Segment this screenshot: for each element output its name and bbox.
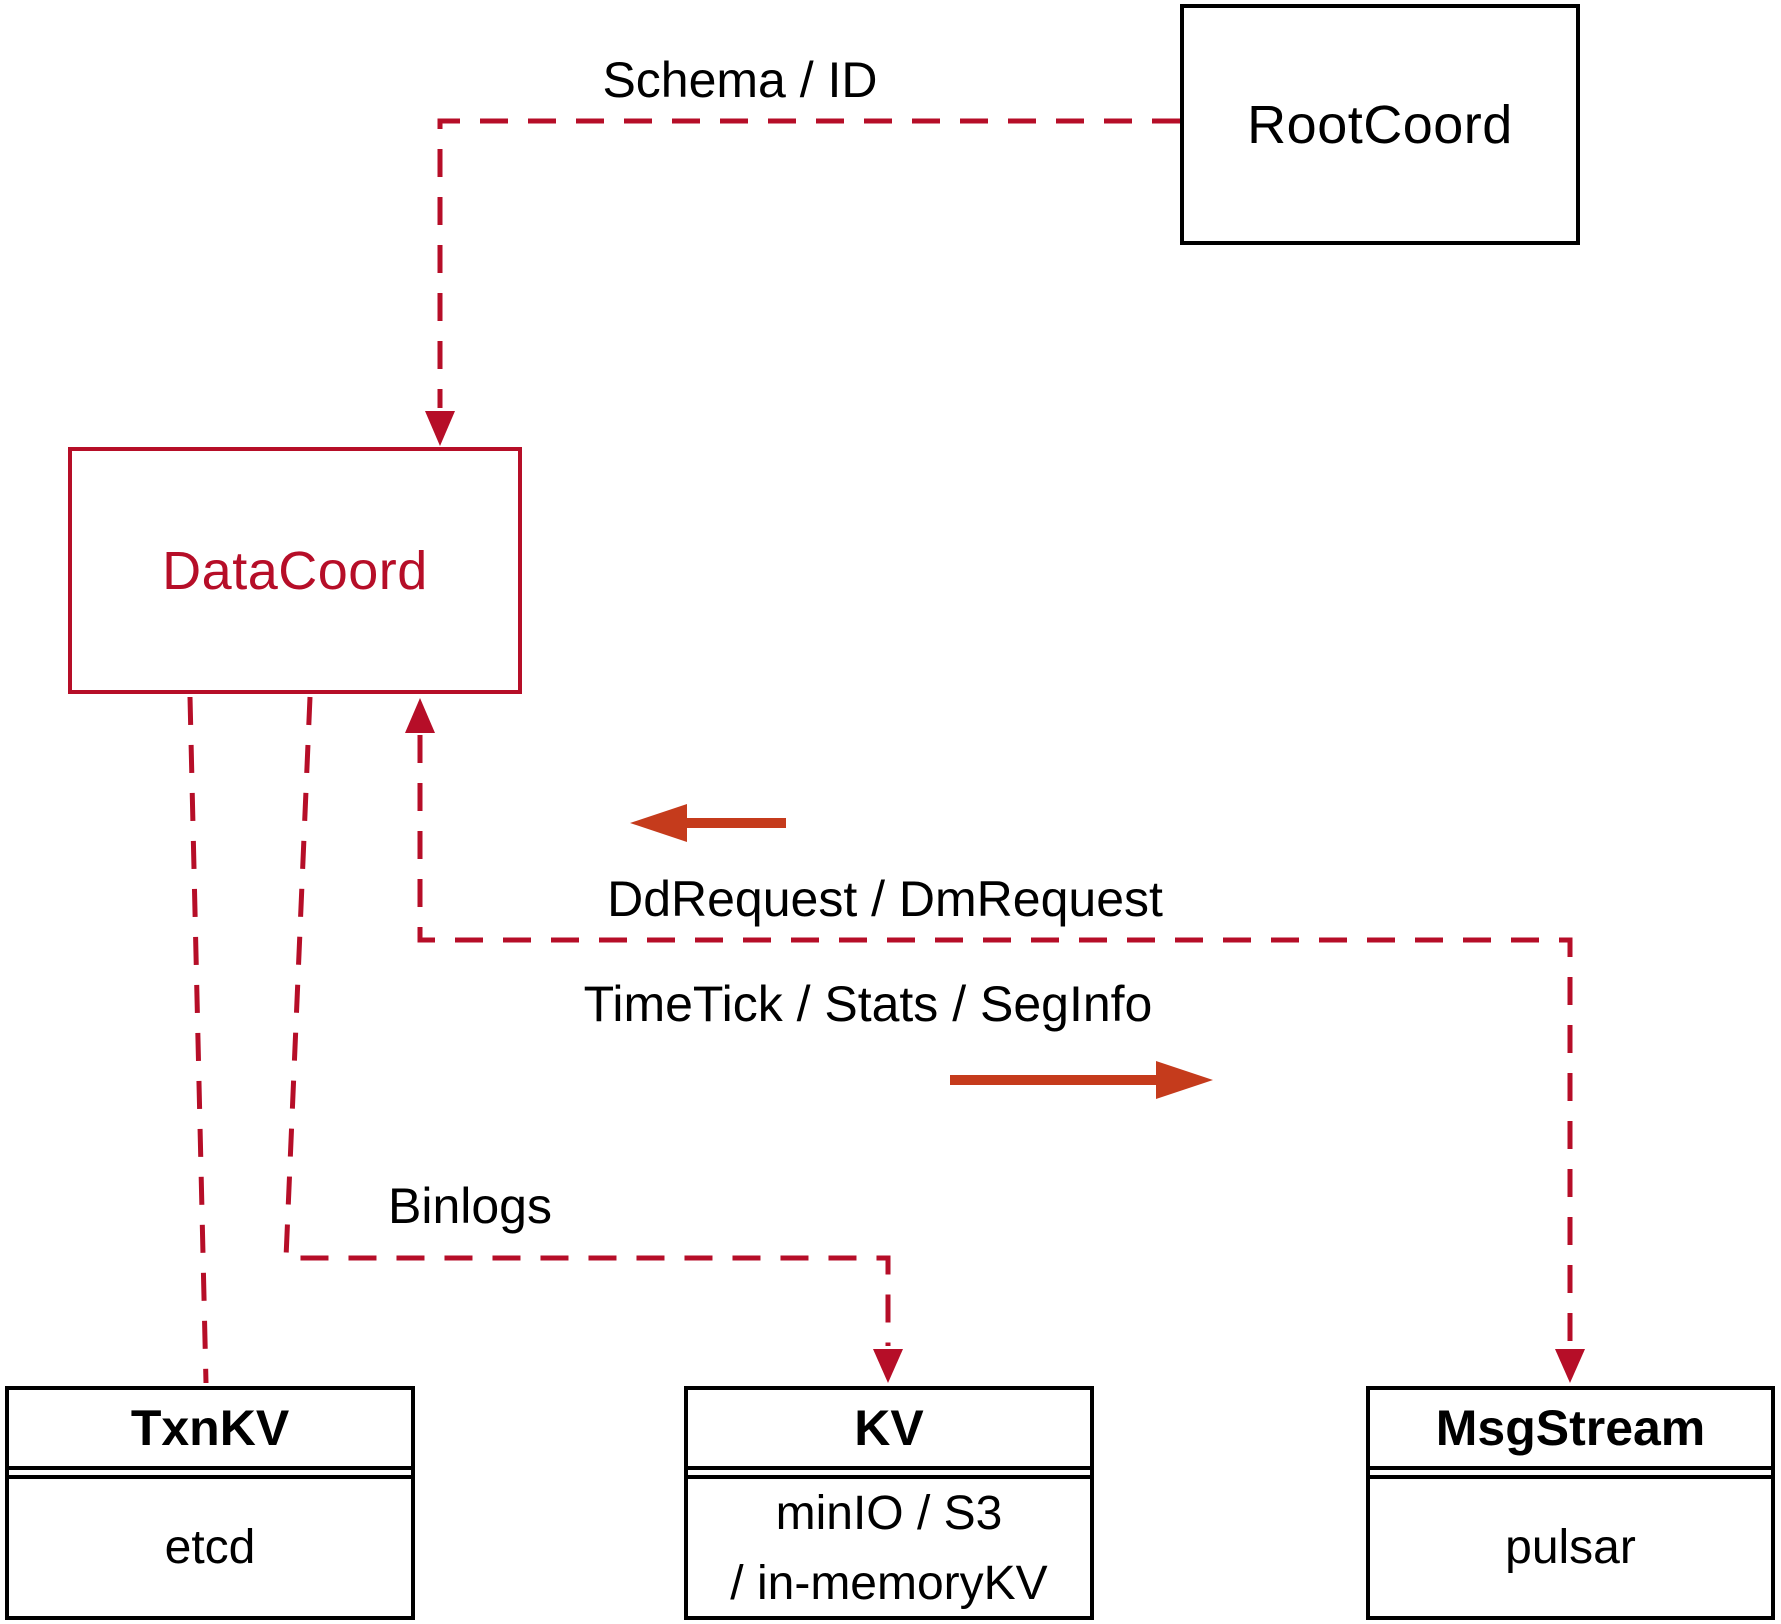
datacoord-node: DataCoord	[68, 447, 522, 694]
edge-label-timetick-stats-seginfo: TimeTick / Stats / SegInfo	[583, 976, 1153, 1032]
msgstream-node: MsgStream pulsar	[1366, 1386, 1775, 1620]
rootcoord-label: RootCoord	[1247, 94, 1513, 155]
msgstream-divider	[1370, 1470, 1771, 1475]
msgstream-body: pulsar	[1370, 1475, 1771, 1616]
kv-divider	[688, 1470, 1090, 1475]
msgstream-title: MsgStream	[1370, 1390, 1771, 1470]
flow-right-arrow-icon	[950, 1061, 1213, 1099]
flow-left-arrow-icon	[630, 804, 786, 842]
edge-label-ddrequest-dmrequest: DdRequest / DmRequest	[607, 871, 1163, 927]
txnkv-divider	[9, 1470, 411, 1475]
kv-node: KV minIO / S3 / in-memoryKV	[684, 1386, 1094, 1620]
txnkv-node: TxnKV etcd	[5, 1386, 415, 1620]
binlogs-edge	[283, 696, 903, 1383]
datacoord-label: DataCoord	[162, 540, 428, 601]
edge-label-schema-id: Schema / ID	[602, 52, 878, 108]
arrow-up-icon	[405, 698, 435, 733]
schema-id-edge	[425, 118, 1180, 446]
msgstream-body-text: pulsar	[1505, 1520, 1636, 1574]
msgstream-datacoord-edge	[405, 698, 1585, 1383]
edge-label-binlogs: Binlogs	[388, 1178, 552, 1234]
rootcoord-node: RootCoord	[1180, 4, 1580, 245]
kv-body: minIO / S3 / in-memoryKV	[688, 1475, 1090, 1618]
arrow-down-icon	[425, 411, 455, 446]
arrow-down-icon	[1555, 1349, 1585, 1383]
txnkv-body: etcd	[9, 1475, 411, 1616]
txnkv-body-text: etcd	[164, 1520, 256, 1574]
txnkv-title: TxnKV	[9, 1390, 411, 1470]
datacoord-txnkv-edge	[187, 696, 209, 1384]
kv-body-line2: / in-memoryKV	[730, 1556, 1048, 1610]
arrow-down-icon	[873, 1349, 903, 1383]
kv-body-line1: minIO / S3	[775, 1487, 1003, 1540]
kv-title: KV	[688, 1390, 1090, 1470]
